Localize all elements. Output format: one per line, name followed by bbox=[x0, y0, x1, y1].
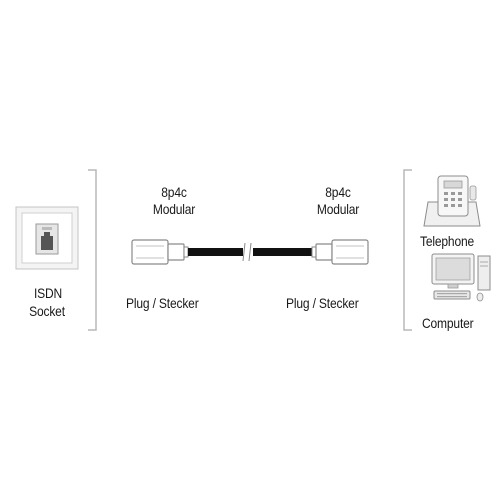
right-plug-type-line1: 8p4c bbox=[325, 184, 351, 200]
left-bracket bbox=[88, 169, 97, 331]
isdn-label-line1: ISDN bbox=[33, 285, 63, 301]
right-plug-type-line2: Modular bbox=[316, 201, 360, 217]
left-plug-type-line1: 8p4c bbox=[161, 184, 187, 200]
telephone-label: Telephone bbox=[420, 233, 475, 249]
computer-icon bbox=[431, 253, 491, 302]
right-bracket bbox=[403, 169, 412, 331]
left-plug-caption: Plug / Stecker bbox=[126, 295, 199, 311]
computer-label: Computer bbox=[422, 315, 474, 331]
cable bbox=[188, 242, 316, 262]
right-plug-icon bbox=[311, 239, 369, 265]
left-plug-icon bbox=[131, 239, 189, 265]
isdn-wall-socket-icon bbox=[15, 206, 79, 270]
isdn-label-line2: Socket bbox=[29, 303, 65, 319]
telephone-icon bbox=[423, 175, 481, 227]
left-plug-type-line2: Modular bbox=[152, 201, 196, 217]
right-plug-caption: Plug / Stecker bbox=[286, 295, 359, 311]
